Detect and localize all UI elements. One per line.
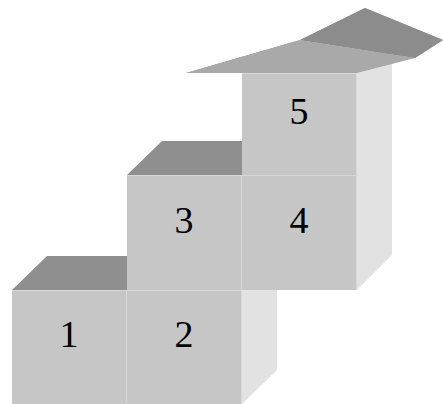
cube-front-face: 4 <box>242 175 357 290</box>
cube-front-face: 2 <box>127 290 242 404</box>
cube-number: 2 <box>175 315 194 353</box>
cube-front-face: 1 <box>12 290 127 404</box>
cube-top-face <box>127 141 242 175</box>
cube-number: 5 <box>290 92 309 130</box>
cube-number: 4 <box>290 201 309 239</box>
roof <box>186 8 443 73</box>
cube-front-face: 5 <box>242 73 357 175</box>
roof-back <box>300 8 443 58</box>
cube-number: 1 <box>60 315 79 353</box>
cube-side-face <box>242 290 277 404</box>
cube-top-face <box>12 256 127 290</box>
cube-front-face: 3 <box>127 175 242 290</box>
cube-number: 3 <box>175 201 194 239</box>
